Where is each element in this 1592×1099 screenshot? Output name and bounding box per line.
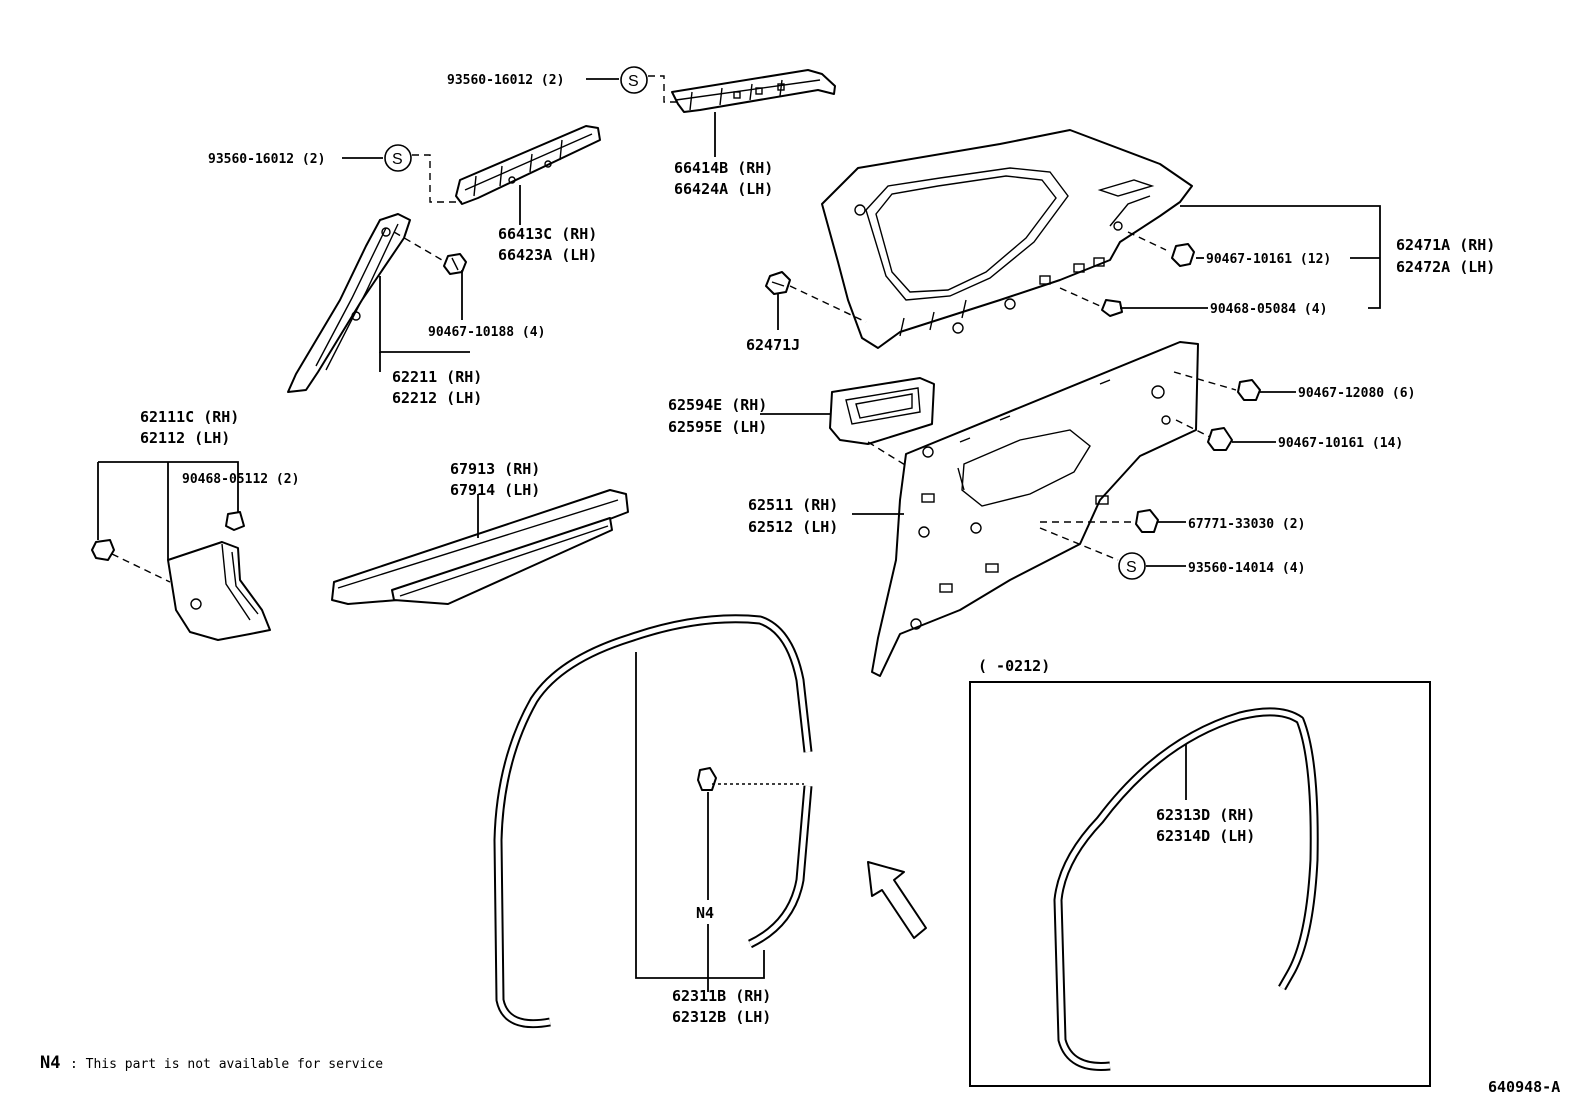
label-pillar-lh: 62212 (LH) [392, 389, 482, 407]
label-clip-upper-a: 90467-10161 (12) [1206, 252, 1331, 267]
label-cowl-lh: 62112 (LH) [140, 429, 230, 447]
label-clip-pillar: 90467-10188 (4) [428, 325, 545, 340]
cowl-clip-right [225, 511, 245, 531]
label-seal-a: 93560-16012 (2) [447, 73, 564, 88]
inset-box [969, 681, 1431, 1087]
seal-letter-3: S [1126, 559, 1137, 576]
label-rail-lower-rh: 66413C (RH) [498, 225, 597, 243]
label-rail-upper-lh: 66424A (LH) [674, 180, 773, 198]
cowl-clip-left [91, 539, 115, 561]
label-clip-lower-a: 90467-12080 (6) [1298, 386, 1415, 401]
label-quarter-lower-rh: 62511 (RH) [748, 496, 838, 514]
label-rail-upper-rh: 66414B (RH) [674, 159, 773, 177]
quarter-trim-upper [821, 129, 1193, 349]
quarter-trim-lower [871, 341, 1199, 677]
label-n4: N4 [696, 904, 714, 922]
label-handle-rh: 62594E (RH) [668, 396, 767, 414]
center-pillar-garnish [287, 213, 411, 393]
label-weather-rh: 62311B (RH) [672, 987, 771, 1005]
label-weather-inset-rh: 62313D (RH) [1156, 806, 1255, 824]
label-clip-upper-b: 90468-05084 (4) [1210, 302, 1327, 317]
footnote-text: : This part is not available for service [70, 1057, 383, 1072]
view-arrow-icon [867, 861, 927, 939]
label-clip-lower-d: 93560-14014 (4) [1188, 561, 1305, 576]
label-scuff-lh: 67914 (LH) [450, 481, 540, 499]
label-weather-lh: 62312B (LH) [672, 1008, 771, 1026]
seal-letter: S [628, 73, 639, 90]
label-cowl-rh: 62111C (RH) [140, 408, 239, 426]
label-weather-inset-lh: 62314D (LH) [1156, 827, 1255, 845]
label-pillar-rh: 62211 (RH) [392, 368, 482, 386]
cowl-side-trim [167, 541, 271, 641]
weatherstrip-clip [697, 767, 717, 791]
lower-clip-c [1135, 509, 1159, 533]
footnote-key: N4 [40, 1053, 60, 1073]
inset-weatherstrip [1053, 707, 1319, 1071]
label-clip-lower-c: 67771-33030 (2) [1188, 517, 1305, 532]
upper-clip-b [1101, 299, 1123, 317]
label-quarter-upper-rh: 62471A (RH) [1396, 236, 1495, 254]
label-quarter-upper-lh: 62472A (LH) [1396, 258, 1495, 276]
label-handle-lh: 62595E (LH) [668, 418, 767, 436]
door-weatherstrip [493, 614, 813, 1029]
lower-clip-b [1207, 427, 1233, 451]
roof-side-rail-upper [671, 69, 836, 113]
label-rail-lower-lh: 66423A (LH) [498, 246, 597, 264]
upper-clip-a [1171, 243, 1195, 267]
seal-symbol-2 [384, 144, 412, 172]
seal-letter-2: S [392, 151, 403, 168]
seal-symbol [620, 66, 648, 94]
scuff-plate [331, 489, 629, 605]
seal-symbol-3 [1118, 552, 1146, 580]
lower-clip-a [1237, 379, 1261, 401]
label-clip-lower-b: 90467-10161 (14) [1278, 436, 1403, 451]
label-clip-62471j: 62471J [746, 336, 800, 354]
label-quarter-lower-lh: 62512 (LH) [748, 518, 838, 536]
drawing-id: 640948-A [1488, 1078, 1560, 1096]
label-clip-cowl: 90468-05112 (2) [182, 472, 299, 487]
label-scuff-rh: 67913 (RH) [450, 460, 540, 478]
assist-grip [829, 377, 935, 445]
clip-62471j [765, 271, 791, 295]
label-seal-b: 93560-16012 (2) [208, 152, 325, 167]
roof-side-rail-lower [455, 125, 601, 205]
label-inset-range: ( -0212) [978, 657, 1050, 675]
